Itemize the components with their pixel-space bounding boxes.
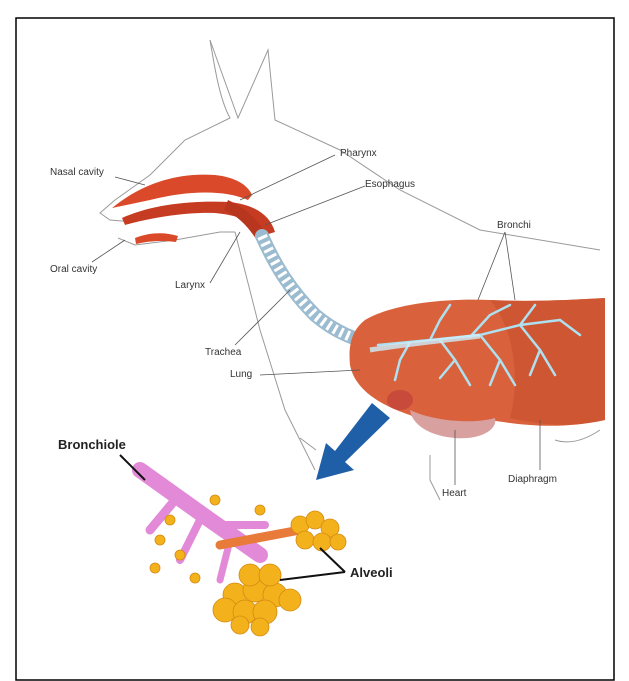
label-pharynx: Pharynx [340,148,377,159]
zoom-arrow [316,403,390,480]
label-bronchiole: Bronchiole [58,437,126,452]
label-heart: Heart [442,488,467,499]
label-larynx: Larynx [175,280,205,291]
heart-shape [387,390,413,410]
label-bronchi: Bronchi [497,220,531,231]
label-esophagus: Esophagus [365,179,415,190]
label-nasal-cavity: Nasal cavity [50,167,104,178]
label-oral-cavity: Oral cavity [50,264,97,275]
label-trachea: Trachea [205,347,242,358]
dog-outline [100,40,600,500]
label-lung: Lung [230,369,252,380]
alveoli-inset [140,470,346,636]
label-alveoli: Alveoli [350,565,393,580]
label-diaphragm: Diaphragm [508,474,557,485]
